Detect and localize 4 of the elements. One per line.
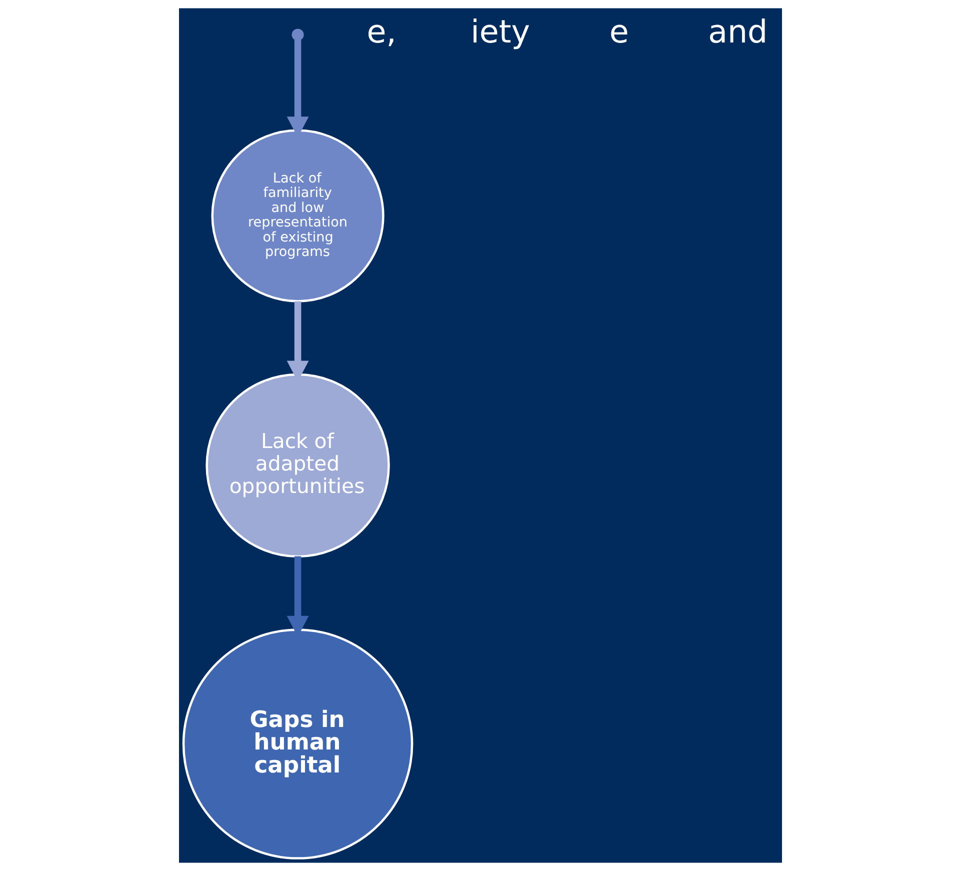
label: iety bbox=[470, 14, 530, 51]
label: and bbox=[708, 14, 768, 51]
label: e, bbox=[366, 14, 396, 51]
label: e bbox=[609, 14, 629, 51]
